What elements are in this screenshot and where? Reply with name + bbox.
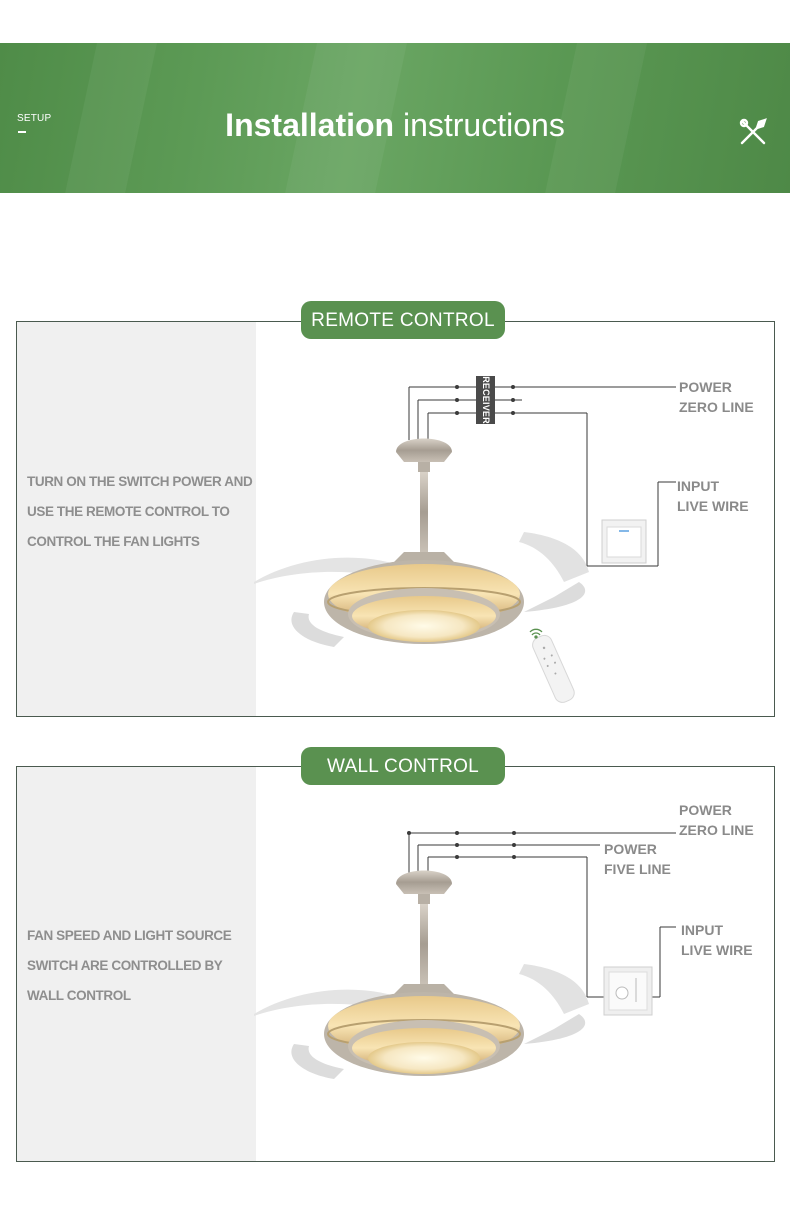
remote-live-wire-label: LIVE WIRE <box>677 498 749 514</box>
remote-input-label: INPUT <box>677 478 719 494</box>
tools-icon <box>739 118 767 145</box>
remote-control-panel: TURN ON THE SWITCH POWER AND USE THE REM… <box>16 321 775 717</box>
wall-description-area <box>17 767 256 1161</box>
wall-fan-illustration <box>253 869 590 1080</box>
setup-label: SETUP <box>17 113 52 124</box>
wall-input-label: INPUT <box>681 922 723 938</box>
header-banner: SETUP Installation instructions <box>0 43 790 193</box>
title-bold: Installation <box>225 107 395 143</box>
wall-description: FAN SPEED AND LIGHT SOURCE SWITCH ARE CO… <box>27 928 232 1003</box>
wall-control-panel: FAN SPEED AND LIGHT SOURCE SWITCH ARE CO… <box>16 766 775 1162</box>
wall-wires <box>408 832 676 998</box>
remote-control-pill: REMOTE CONTROL <box>301 301 505 339</box>
remote-fan-illustration <box>253 437 590 648</box>
remote-description: TURN ON THE SWITCH POWER AND USE THE REM… <box>27 474 253 549</box>
page-title: Installation instructions <box>0 105 790 145</box>
receiver-label: RECEIVER <box>480 376 491 424</box>
setup-dash <box>18 131 26 133</box>
title-rest: instructions <box>394 107 565 143</box>
wall-five-line-label: FIVE LINE <box>604 861 671 877</box>
remote-controller <box>532 634 575 703</box>
remote-wires <box>408 386 676 567</box>
wall-control-pill: WALL CONTROL <box>301 747 505 785</box>
remote-power-label: POWER <box>679 379 732 395</box>
wifi-signal-icon <box>529 628 543 639</box>
wall-live-wire-label: LIVE WIRE <box>681 942 753 958</box>
receiver-box: RECEIVER <box>476 376 495 424</box>
wall-zero-line-label: ZERO LINE <box>679 822 754 838</box>
remote-zero-line-label: ZERO LINE <box>679 399 754 415</box>
remote-description-area <box>17 322 256 716</box>
wall-power-label-2: POWER <box>604 841 657 857</box>
wall-power-label: POWER <box>679 802 732 818</box>
